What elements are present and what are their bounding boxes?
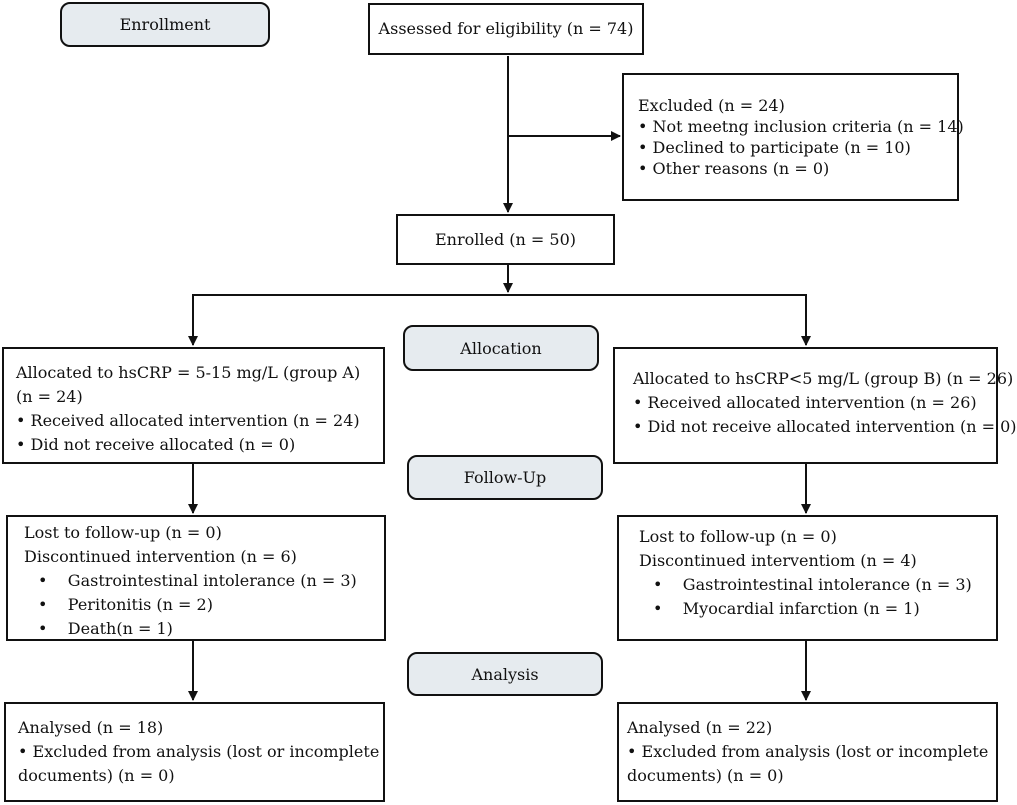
- excluded-box: Excluded (n = 24) Not meetng inclusion c…: [622, 73, 964, 201]
- arrow-split-left: [188, 294, 508, 346]
- group-a-reason: Peritonitis (n = 2): [24, 593, 384, 617]
- assessed-box: Assessed for eligibility (n = 74): [368, 3, 644, 55]
- group-b-reason: Gastrointestinal intolerance (n = 3): [639, 573, 996, 597]
- group-a-allocation-item: Did not receive allocated (n = 0): [16, 433, 383, 457]
- group-a-analysed: Analysed (n = 18): [18, 718, 164, 737]
- group-b-followup-box: Lost to follow-up (n = 0) Discontinued i…: [617, 515, 998, 641]
- group-a-analysis-excluded-cont: documents) (n = 0): [18, 766, 175, 785]
- group-a-discontinued: Discontinued intervention (n = 6): [24, 547, 297, 566]
- group-a-reason: Death(n = 1): [24, 617, 384, 641]
- group-b-allocation-title: Allocated to hsCRP<5 mg/L (group B) (n =…: [633, 369, 1014, 388]
- excluded-item: Other reasons (n = 0): [638, 158, 957, 179]
- excluded-title: Excluded (n = 24): [638, 96, 785, 115]
- enrolled-text: Enrolled (n = 50): [434, 229, 577, 249]
- stage-followup-label: Follow-Up: [463, 468, 547, 487]
- stage-followup: Follow-Up: [407, 455, 603, 500]
- group-b-analysed: Analysed (n = 22): [627, 718, 773, 737]
- group-b-reason: Myocardial infarction (n = 1): [639, 597, 996, 621]
- group-a-followup-box: Lost to follow-up (n = 0) Discontinued i…: [6, 515, 386, 641]
- excluded-item: Not meetng inclusion criteria (n = 14): [638, 116, 964, 137]
- stage-allocation-label: Allocation: [460, 338, 542, 358]
- group-a-allocation-item: Received allocated intervention (n = 24): [16, 409, 383, 433]
- enrolled-box: Enrolled (n = 50): [396, 214, 615, 265]
- arrow-split-right: [508, 294, 811, 346]
- group-a-lost: Lost to follow-up (n = 0): [24, 523, 222, 542]
- group-b-allocation-item: Did not receive allocated intervention (…: [633, 415, 1017, 439]
- stage-enrollment-label: Enrollment: [119, 15, 211, 34]
- group-b-discontinued: Discontinued interventiom (n = 4): [639, 551, 917, 570]
- group-b-allocation-box: Allocated to hsCRP<5 mg/L (group B) (n =…: [613, 347, 1017, 464]
- group-b-analysis-excluded: Excluded from analysis (lost or incomple…: [627, 740, 996, 764]
- group-a-reason: Gastrointestinal intolerance (n = 3): [24, 569, 384, 593]
- group-a-allocation-title: Allocated to hsCRP = 5-15 mg/L (group A): [16, 363, 361, 382]
- stage-enrollment: Enrollment: [60, 2, 270, 47]
- group-b-allocation-item: Received allocated intervention (n = 26): [633, 391, 996, 415]
- group-b-analysis-box: Analysed (n = 22) Excluded from analysis…: [617, 702, 998, 802]
- group-b-lost: Lost to follow-up (n = 0): [639, 527, 837, 546]
- group-b-analysis-excluded-cont: documents) (n = 0): [627, 766, 784, 785]
- group-a-analysis-box: Analysed (n = 18) Excluded from analysis…: [4, 702, 385, 802]
- group-a-allocation-box: Allocated to hsCRP = 5-15 mg/L (group A)…: [2, 347, 385, 464]
- group-a-analysis-excluded: Excluded from analysis (lost or incomple…: [18, 740, 383, 764]
- stage-analysis-label: Analysis: [471, 664, 539, 684]
- excluded-item: Declined to participate (n = 10): [638, 137, 957, 158]
- group-a-allocation-count: (n = 24): [16, 387, 83, 406]
- stage-allocation: Allocation: [403, 325, 599, 371]
- stage-analysis: Analysis: [407, 652, 603, 696]
- assessed-text: Assessed for eligibility (n = 74): [378, 19, 634, 38]
